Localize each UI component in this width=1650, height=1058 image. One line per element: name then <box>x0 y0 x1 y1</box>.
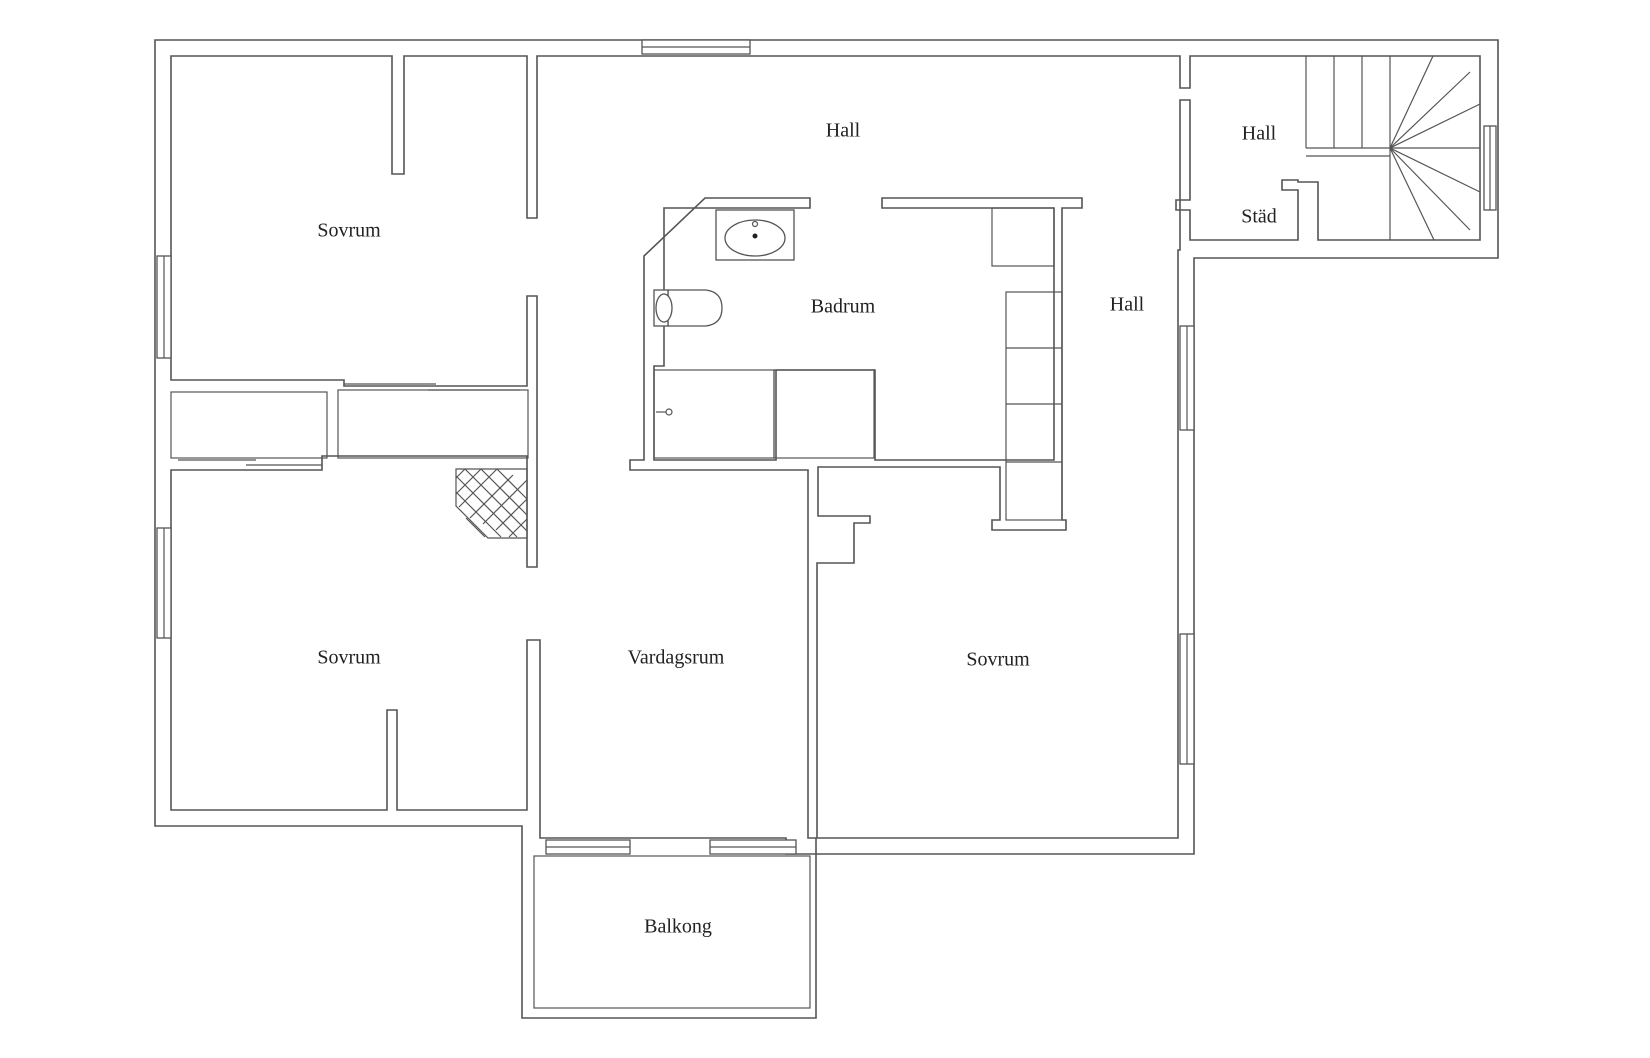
room-label-hall-right: Hall <box>1110 294 1145 316</box>
balcony-door-left <box>545 839 631 855</box>
window-stair <box>1483 125 1497 211</box>
outer-wall <box>154 39 1499 1019</box>
room-label-hall-main: Hall <box>826 120 861 142</box>
window-top <box>641 39 751 55</box>
room-label-stad: Städ <box>1241 206 1277 228</box>
window-right-upper <box>1179 325 1195 431</box>
staircase <box>1305 55 1481 241</box>
chimney <box>455 468 528 539</box>
sink <box>715 209 795 261</box>
balcony-area <box>533 855 811 1009</box>
hall-closet-upper <box>991 207 1055 267</box>
window-right-lower <box>1179 633 1195 765</box>
window-left-lower <box>156 527 172 639</box>
wardrobe-left <box>170 391 328 466</box>
room-label-sovrum-right: Sovrum <box>966 649 1030 671</box>
balcony-door-right <box>709 839 797 855</box>
room-label-hall-stair: Hall <box>1242 123 1277 145</box>
toilet <box>653 289 723 327</box>
shower <box>653 369 875 459</box>
wardrobe-right <box>337 383 529 459</box>
room-label-vardagsrum: Vardagsrum <box>628 647 725 669</box>
room-label-sovrum-top: Sovrum <box>317 220 381 242</box>
hall-shelves <box>1005 291 1063 521</box>
room-label-sovrum-bottom-left: Sovrum <box>317 647 381 669</box>
room-label-balkong: Balkong <box>644 916 712 938</box>
window-left-upper <box>156 255 172 359</box>
room-label-badrum: Badrum <box>811 296 876 318</box>
